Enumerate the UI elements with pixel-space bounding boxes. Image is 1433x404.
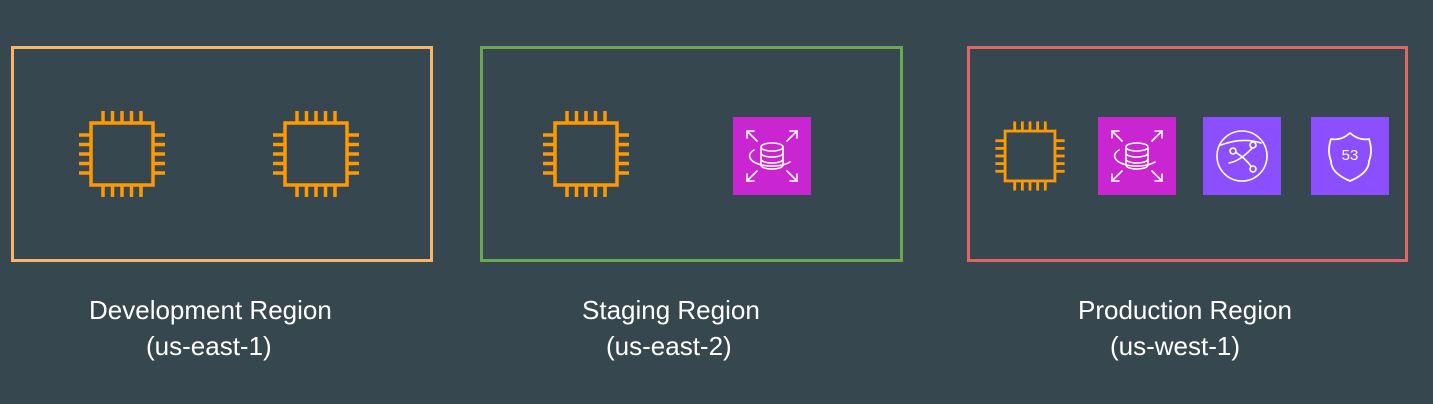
- development-region-id: (us-east-1): [146, 331, 272, 361]
- production-region-name: Production Region: [1078, 295, 1292, 325]
- ec2-instance-icon: [76, 108, 168, 200]
- cloudfront-icon: [1203, 117, 1281, 195]
- ec2-instance-icon: [270, 108, 362, 200]
- development-region-name: Development Region: [89, 295, 332, 325]
- route53-icon: 53: [1311, 117, 1389, 195]
- staging-region-id: (us-east-2): [606, 331, 732, 361]
- route53-shield-number: 53: [1341, 147, 1359, 164]
- ec2-instance-icon: [540, 108, 632, 200]
- development-region-box: [11, 46, 433, 262]
- rds-database-icon: [1098, 117, 1176, 195]
- staging-region-box: [480, 46, 903, 262]
- production-region-box: [967, 46, 1408, 262]
- staging-region-name: Staging Region: [582, 295, 760, 325]
- rds-database-icon: [733, 117, 811, 195]
- production-region-id: (us-west-1): [1110, 331, 1241, 361]
- ec2-instance-icon: [993, 119, 1067, 193]
